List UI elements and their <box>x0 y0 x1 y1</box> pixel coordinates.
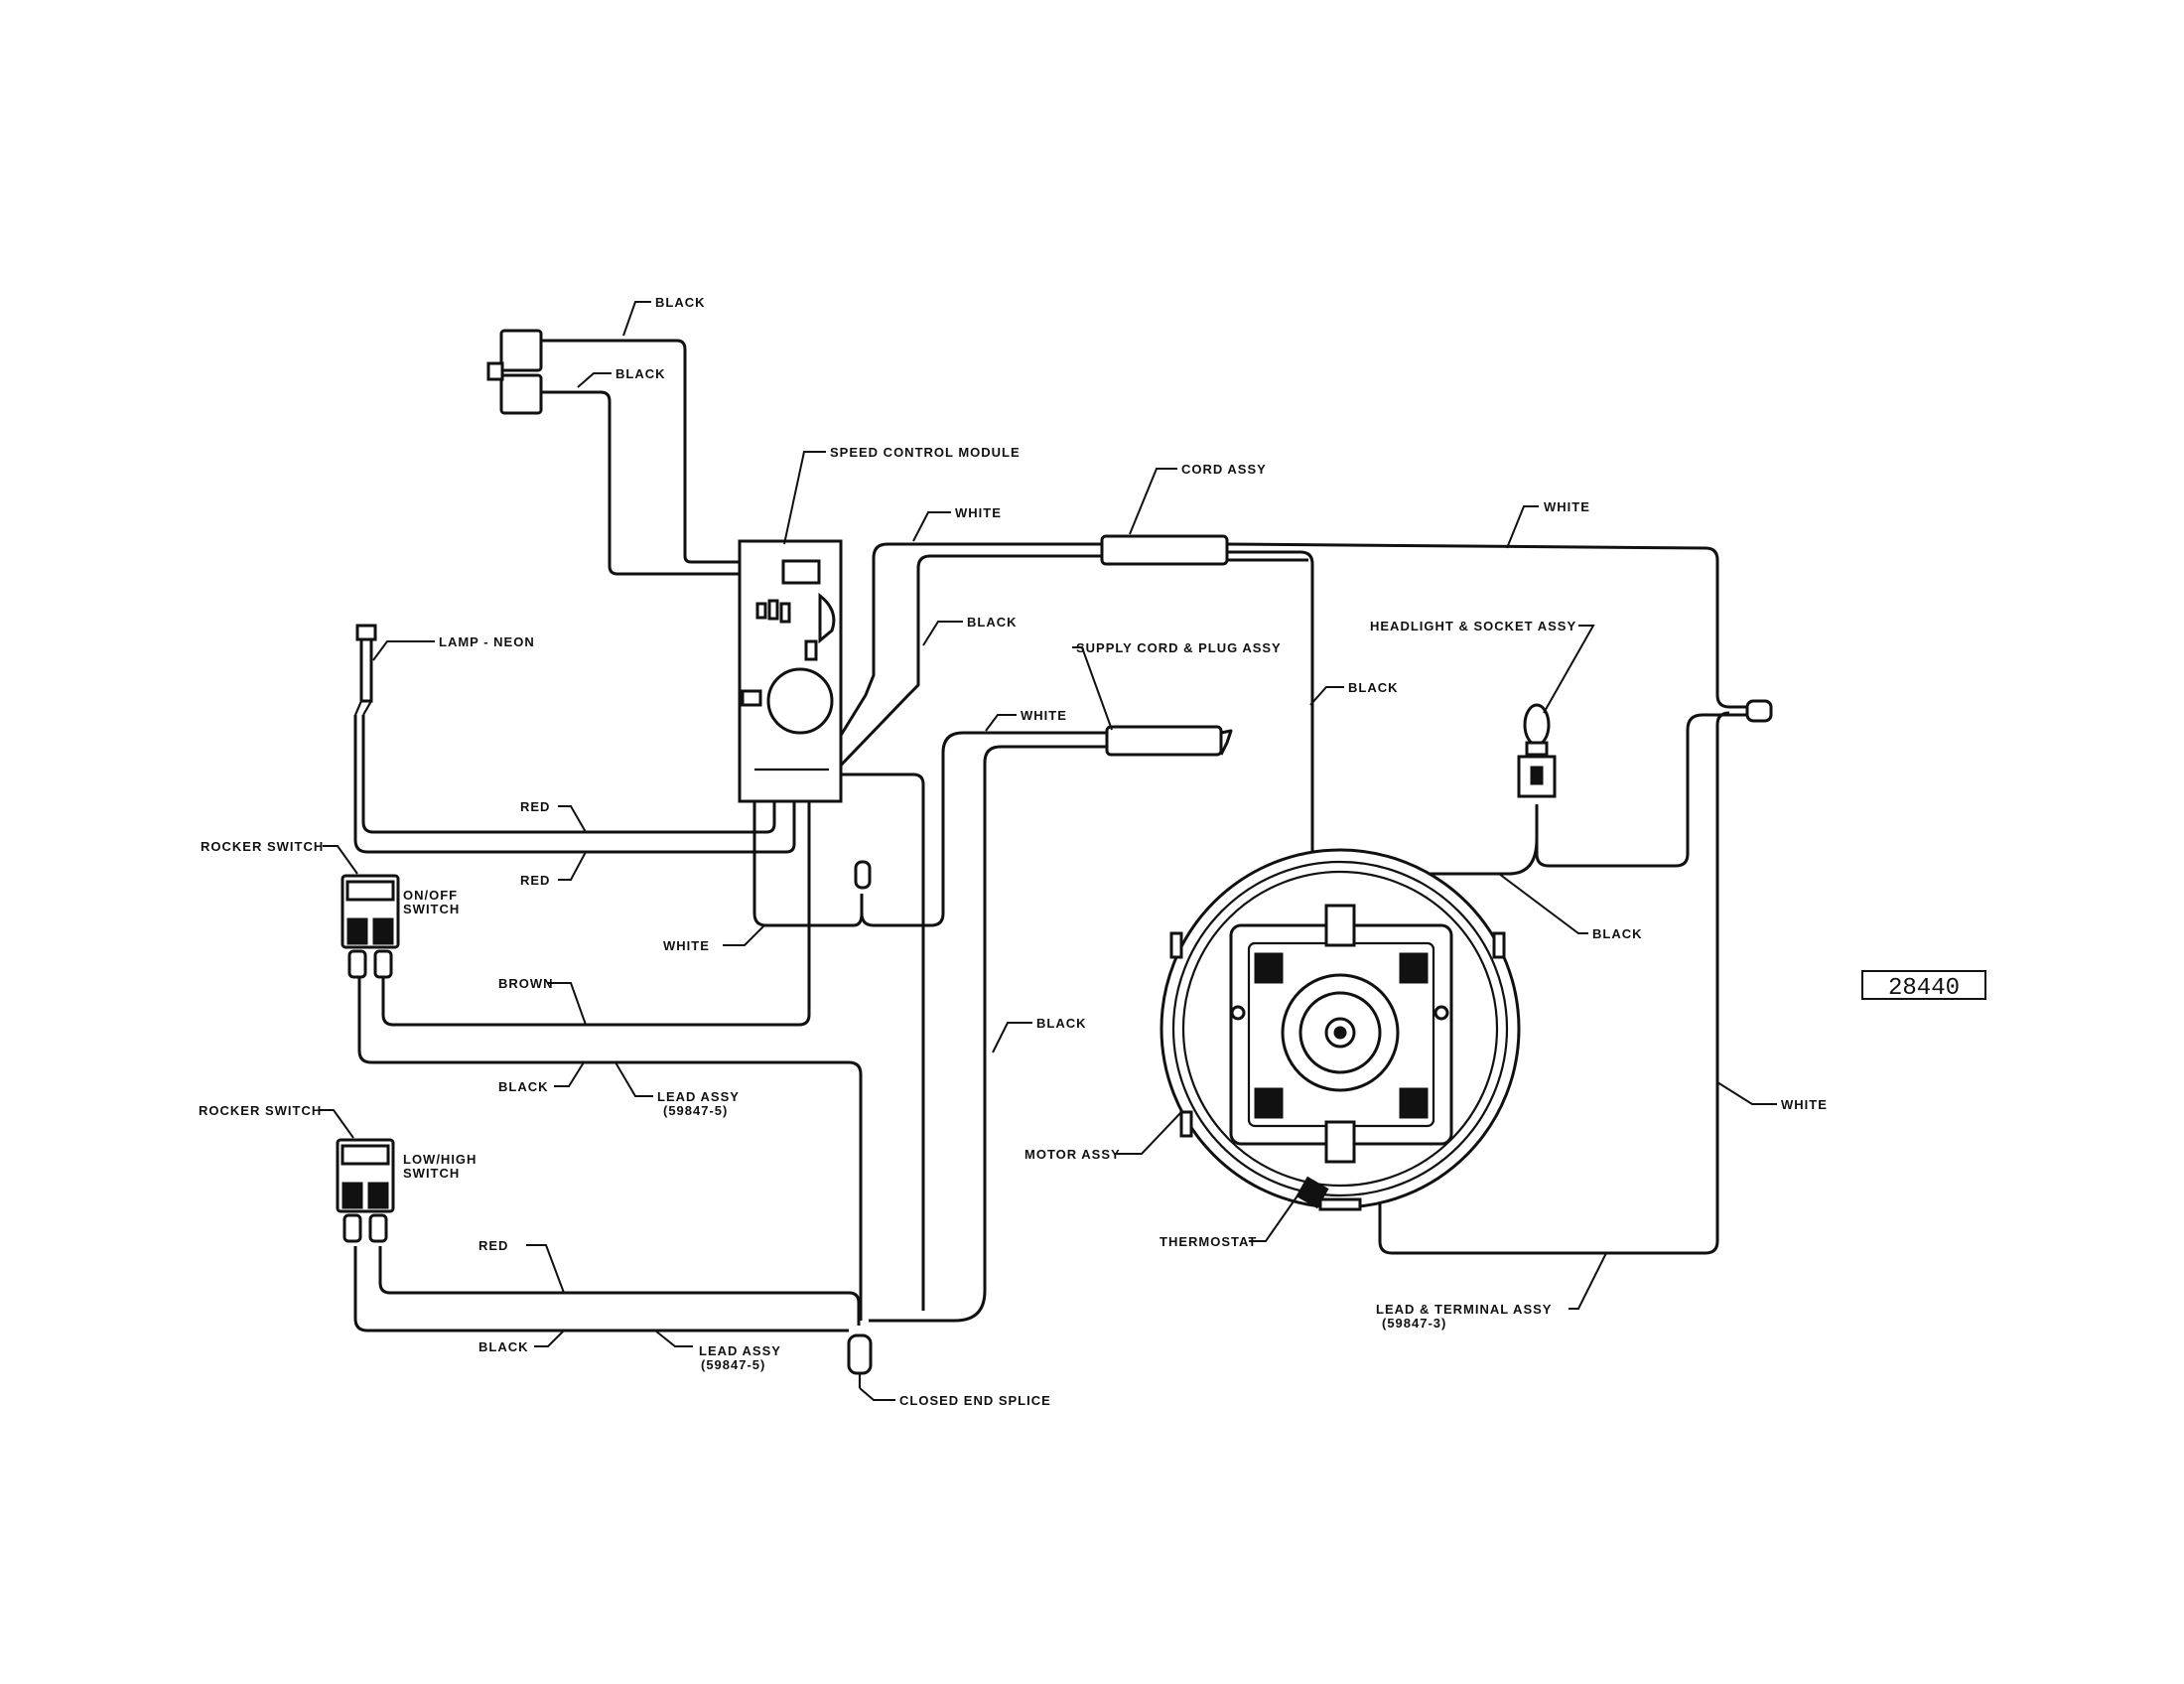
rocker-switch-lowhigh <box>336 1138 395 1243</box>
label-thermostat: THERMOSTAT <box>1160 1234 1257 1249</box>
label-white-module: WHITE <box>955 505 1002 520</box>
label-lowhigh-2: SWITCH <box>403 1166 460 1181</box>
headlight-socket <box>1517 703 1557 798</box>
label-white-splice: WHITE <box>663 938 710 953</box>
wire-black-top-2 <box>541 390 754 576</box>
label-black-lead-2: BLACK <box>478 1339 529 1354</box>
label-black-headlight: BLACK <box>1592 926 1643 941</box>
wire-black-lead-2 <box>353 1246 849 1333</box>
neon-lamp <box>353 624 377 716</box>
document-number-box: 28440 <box>1861 970 1986 1002</box>
cord-assy <box>1100 534 1229 566</box>
wire-white-splice <box>752 794 864 927</box>
label-closed-end-splice: CLOSED END SPLICE <box>899 1393 1051 1408</box>
labels: BLACK BLACK SPEED CONTROL MODULE CORD AS… <box>199 295 1828 1408</box>
wire-white-top <box>1226 542 1747 709</box>
top-connector <box>486 329 543 415</box>
label-onoff-1: ON/OFF <box>403 888 458 903</box>
label-lead-terminal-1: LEAD & TERMINAL ASSY <box>1376 1302 1552 1317</box>
wire-black-lead-1 <box>357 978 863 1321</box>
label-black-top-1: BLACK <box>655 295 706 310</box>
wire-black-module <box>832 554 1102 774</box>
rocker-switch-onoff <box>341 874 400 979</box>
label-red-1: RED <box>520 799 550 814</box>
label-lead-assy-1-b: (59847-5) <box>663 1103 728 1118</box>
wire-red-lowhigh <box>378 1246 861 1326</box>
label-lead-terminal-2: (59847-3) <box>1382 1316 1446 1331</box>
wire-headlight-white <box>1535 713 1747 868</box>
wire-supply-black <box>869 745 1107 1323</box>
wire-black-top-1 <box>541 339 754 564</box>
label-red-2: RED <box>520 873 550 888</box>
label-black-module: BLACK <box>967 615 1018 630</box>
label-speed-control-module: SPEED CONTROL MODULE <box>830 445 1021 460</box>
closed-end-splice <box>847 1333 873 1388</box>
label-white-supply: WHITE <box>1021 708 1067 723</box>
label-black-motor-lead: BLACK <box>1348 680 1399 695</box>
wire-white-module <box>827 542 1102 756</box>
label-lead-assy-2-b: (59847-5) <box>701 1357 765 1372</box>
label-rocker-switch-2: ROCKER SWITCH <box>199 1103 322 1118</box>
wire-red-lamp <box>361 715 776 834</box>
label-headlight-socket: HEADLIGHT & SOCKET ASSY <box>1370 619 1576 633</box>
label-cord-assy: CORD ASSY <box>1181 462 1267 477</box>
speed-control-module <box>738 539 843 803</box>
label-red-3: RED <box>478 1238 508 1253</box>
label-black-center: BLACK <box>1036 1016 1087 1031</box>
wire-brown <box>381 794 811 1027</box>
wires <box>353 339 1747 1333</box>
label-motor-assy: MOTOR ASSY <box>1024 1147 1121 1162</box>
wire-white-right <box>1378 711 1730 1255</box>
label-lowhigh-1: LOW/HIGH <box>403 1152 477 1167</box>
leader-lines <box>320 301 1777 1401</box>
label-lead-assy-1-a: LEAD ASSY <box>657 1089 740 1104</box>
wire-supply-white <box>860 731 1107 927</box>
white-splice <box>854 860 872 890</box>
label-black-lead-1: BLACK <box>498 1079 549 1094</box>
wire-white-neon-drop <box>836 772 925 1311</box>
motor-assy <box>1160 848 1521 1211</box>
label-lead-assy-2-a: LEAD ASSY <box>699 1343 781 1358</box>
label-black-top-2: BLACK <box>615 366 666 381</box>
wire-headlight-black <box>1367 804 1539 891</box>
label-onoff-2: SWITCH <box>403 902 460 916</box>
wire-red-lamp-2 <box>353 715 796 854</box>
right-connector <box>1745 699 1773 723</box>
label-supply-cord: SUPPLY CORD & PLUG ASSY <box>1076 640 1282 655</box>
label-brown: BROWN <box>498 976 554 991</box>
document-number: 28440 <box>1888 975 1960 1002</box>
label-lamp-neon: LAMP - NEON <box>439 634 535 649</box>
wire-white-top-b <box>1227 550 1314 874</box>
label-rocker-switch-1: ROCKER SWITCH <box>201 839 324 854</box>
label-white-top-right: WHITE <box>1544 499 1590 514</box>
supply-cord-plug <box>1105 725 1233 757</box>
label-white-right: WHITE <box>1781 1097 1828 1112</box>
